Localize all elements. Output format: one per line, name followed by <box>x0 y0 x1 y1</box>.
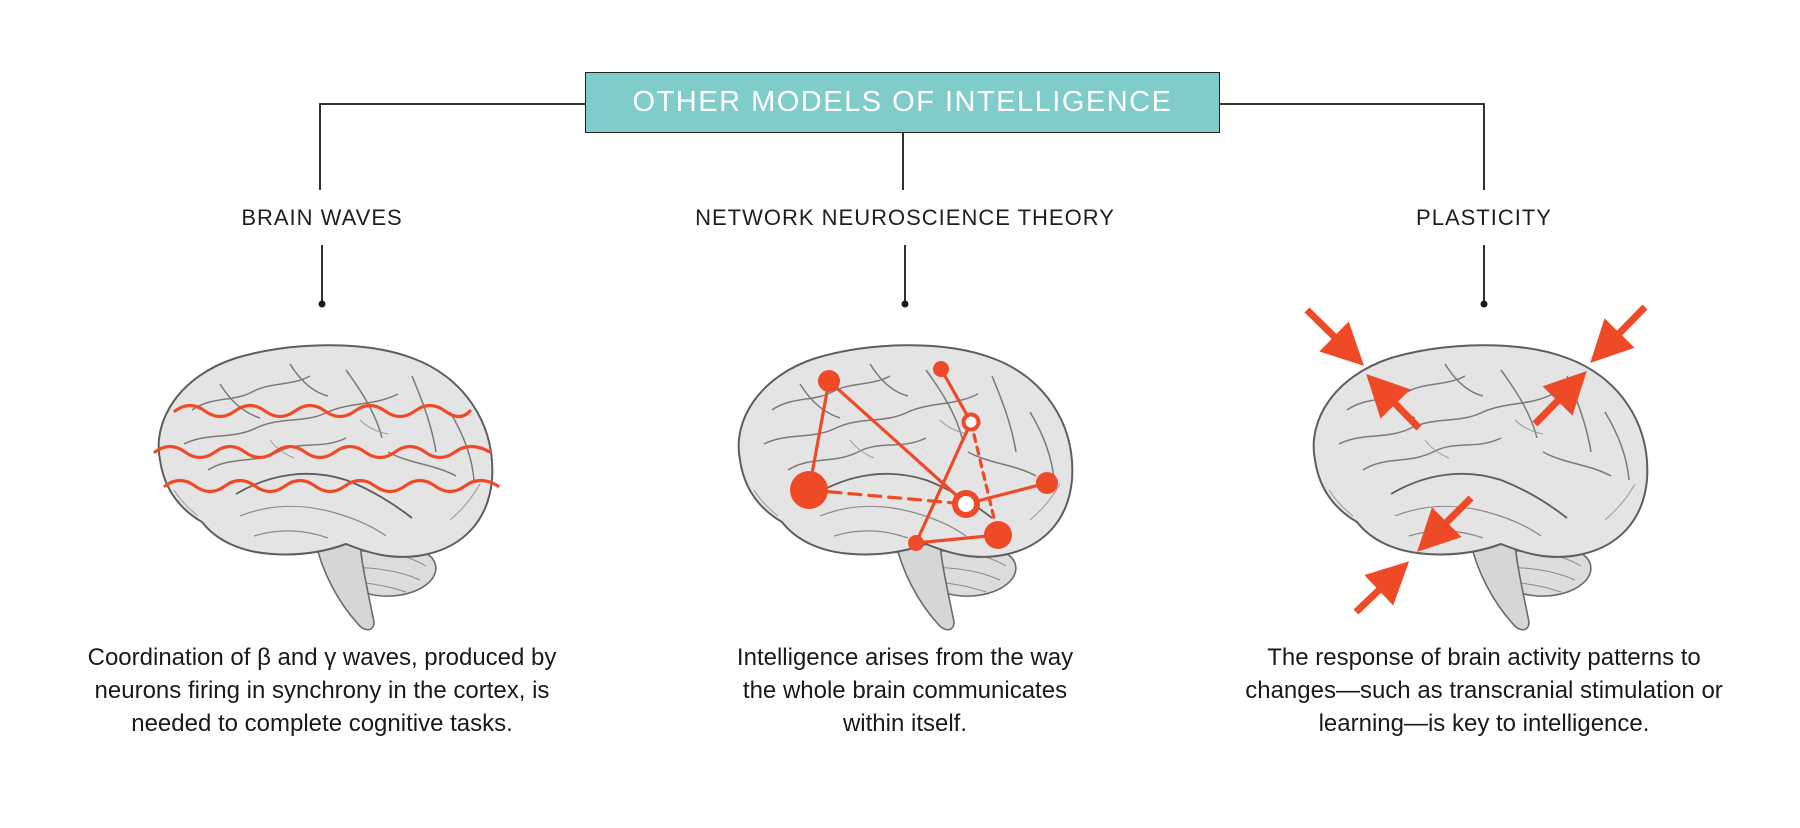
network-edge <box>939 367 973 424</box>
brain-waves-illustration <box>153 344 500 631</box>
heading-plasticity: PLASTICITY <box>1416 205 1552 230</box>
network-node-hollow <box>961 412 981 432</box>
network-edge <box>914 420 973 545</box>
description-line: Coordination of β and γ waves, produced … <box>87 644 557 671</box>
wave-line-3 <box>163 478 500 494</box>
description-brain-waves: Coordination of β and γ waves, produced … <box>42 641 602 740</box>
description-line: the whole brain communicates <box>742 677 1068 704</box>
outward-arrow <box>1532 370 1587 427</box>
network-node <box>984 521 1012 549</box>
network-node <box>908 535 924 551</box>
outward-arrow <box>1417 495 1474 552</box>
connector-lines <box>319 103 1485 302</box>
inward-arrow <box>1353 561 1410 615</box>
network-node <box>818 370 840 392</box>
connector-left <box>319 103 585 190</box>
description-line: changes—such as transcranial stimulation… <box>1245 677 1723 704</box>
stem-dot-left <box>318 300 326 308</box>
network-illustration <box>737 344 1074 631</box>
plasticity-illustration <box>1304 304 1649 631</box>
wave-line-2 <box>153 444 492 460</box>
network-node <box>790 471 828 509</box>
description-line: learning—is key to intelligence. <box>1318 710 1650 737</box>
diagram-title: OTHER MODELS OF INTELLIGENCE <box>632 86 1173 118</box>
description-line: neurons firing in synchrony in the corte… <box>94 677 550 704</box>
heading-brain-waves: BRAIN WAVES <box>241 205 403 230</box>
network-edge-dashed <box>969 420 1000 537</box>
stem-dot-center <box>901 300 909 308</box>
network-edge-dashed <box>807 488 968 506</box>
inward-arrow <box>1304 307 1365 366</box>
description-line: The response of brain activity patterns … <box>1267 644 1701 671</box>
connector-right <box>1220 103 1485 190</box>
description-line: within itself. <box>842 710 968 737</box>
description-line: needed to complete cognitive tasks. <box>131 710 513 737</box>
stem-dot-right <box>1480 300 1488 308</box>
description-network-neuroscience-theory: Intelligence arises from the way the who… <box>625 641 1185 740</box>
outward-arrow <box>1366 373 1422 431</box>
network-node-hollow <box>952 490 980 518</box>
inward-arrow <box>1590 304 1648 364</box>
wave-line-1 <box>173 403 472 419</box>
description-plasticity: The response of brain activity patterns … <box>1204 641 1764 740</box>
description-line: Intelligence arises from the way <box>736 644 1074 671</box>
network-node <box>933 361 949 377</box>
heading-network-neuroscience-theory: NETWORK NEUROSCIENCE THEORY <box>695 205 1115 230</box>
title-box: OTHER MODELS OF INTELLIGENCE <box>585 72 1220 133</box>
network-node <box>1036 472 1058 494</box>
